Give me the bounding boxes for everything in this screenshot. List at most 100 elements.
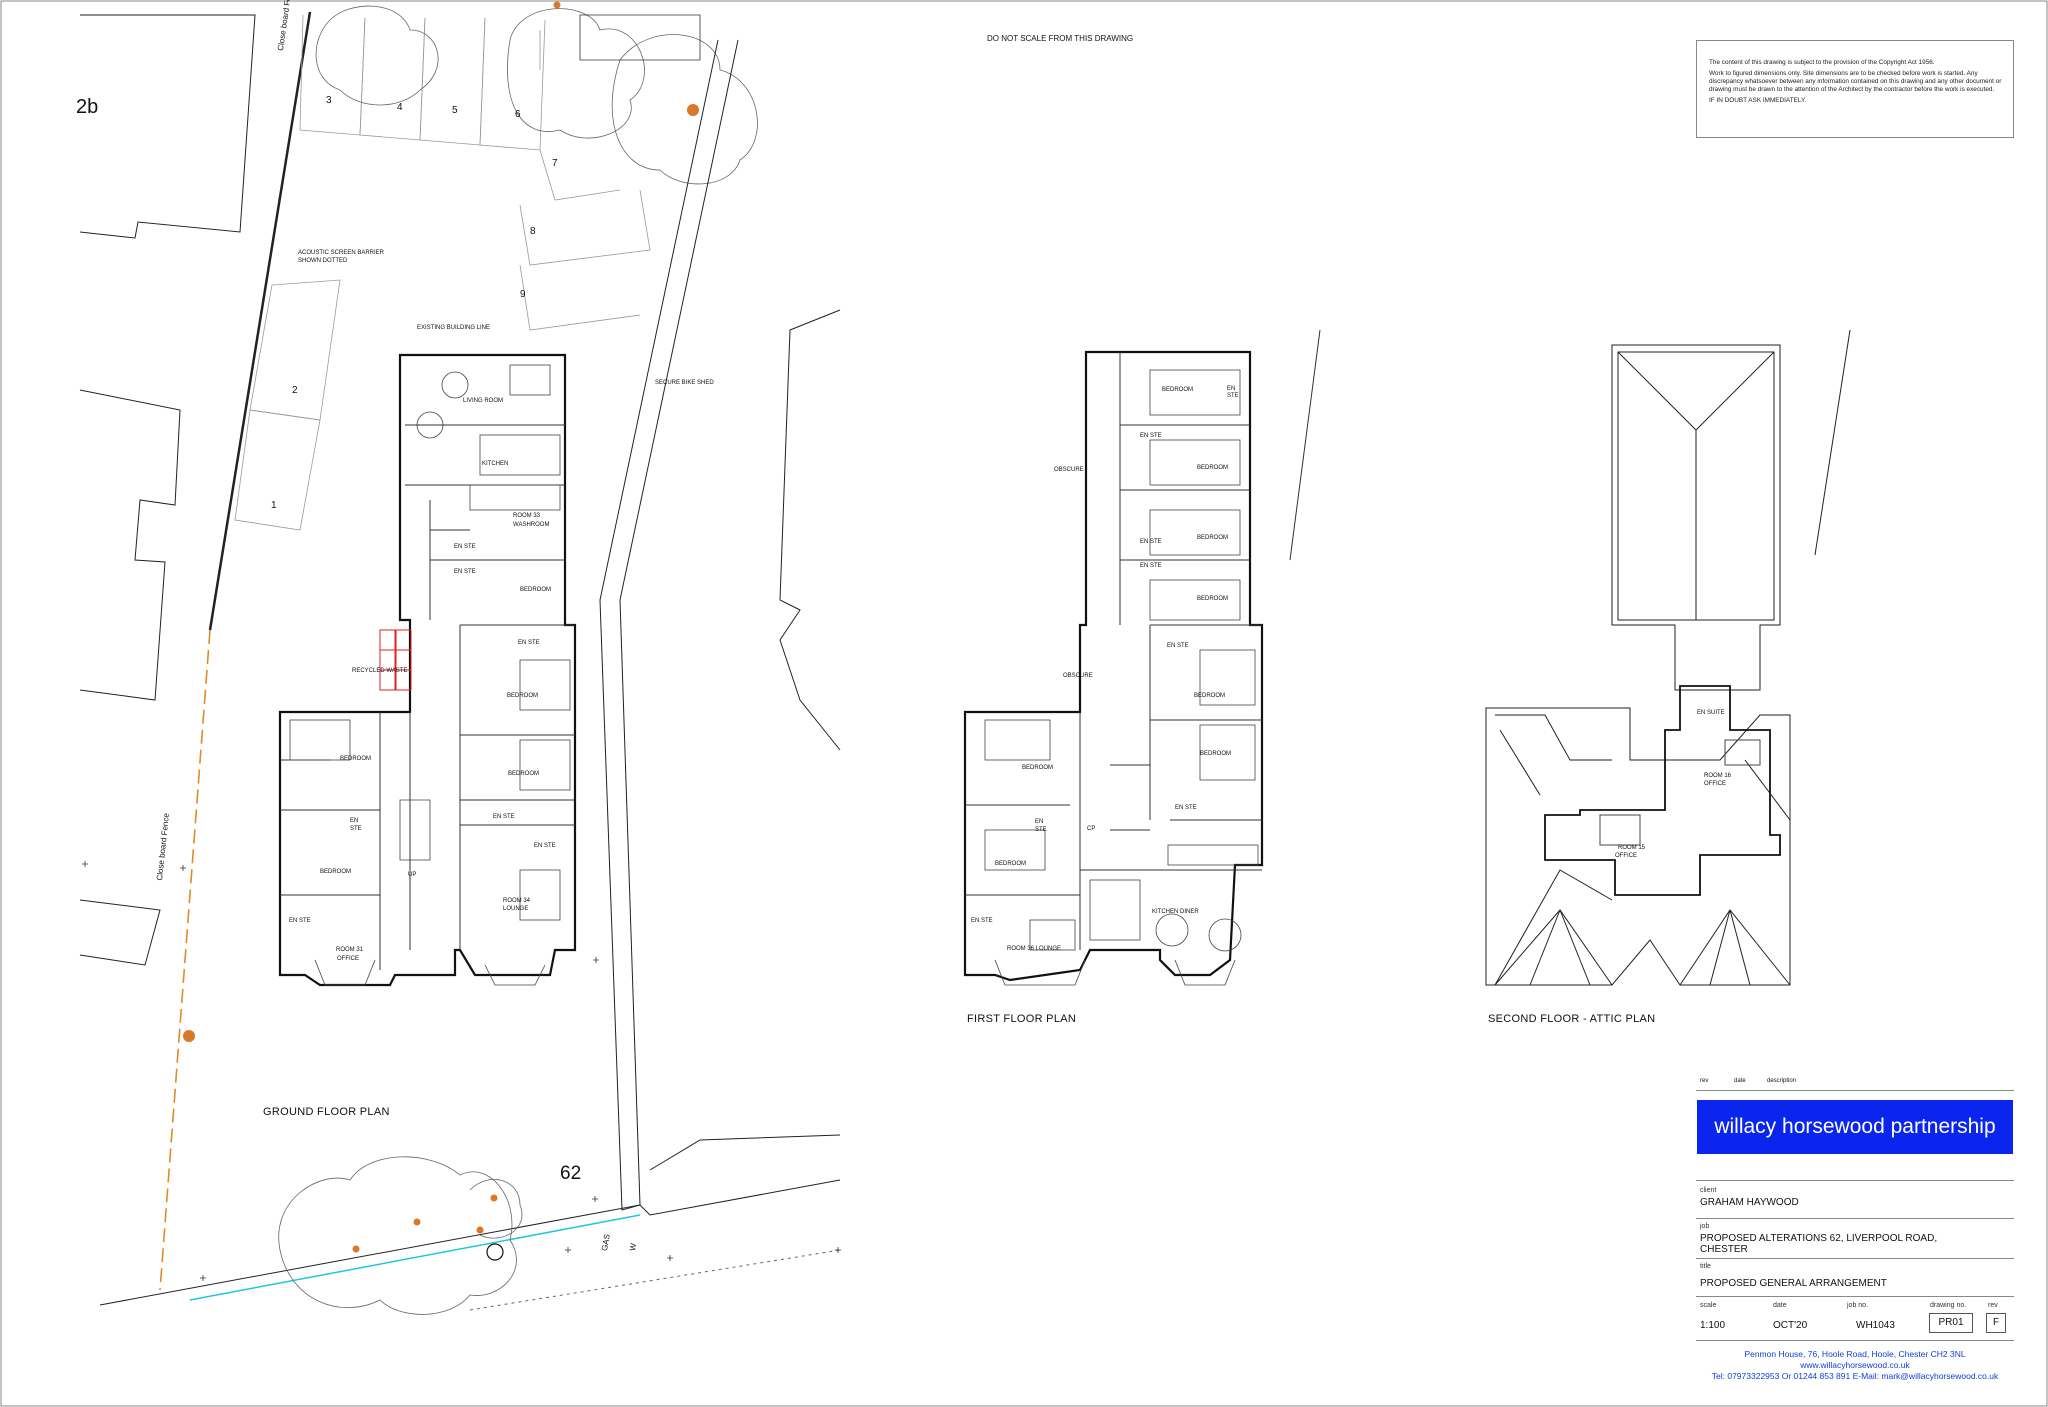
description-column-header: description: [1767, 1078, 1797, 1084]
bay-number-6: 6: [515, 109, 521, 120]
house-number: 62: [560, 1163, 582, 1184]
gf-room31-b: OFFICE: [337, 956, 359, 962]
rev-label: rev: [1988, 1302, 1998, 1309]
gf-bedroom-a: BEDROOM: [520, 587, 552, 593]
ff-bedroom-d: BEDROOM: [1197, 596, 1229, 602]
attic-plan: [1485, 329, 1851, 986]
plot-label-2b: 2b: [76, 96, 99, 118]
gf-room33-a: ROOM 33: [513, 513, 541, 519]
ground-floor-title: GROUND FLOOR PLAN: [263, 1106, 390, 1118]
ff-ste-a: STE: [1227, 393, 1239, 399]
neighbour-building-2b: [79, 14, 256, 239]
gf-living-room: LIVING ROOM: [463, 398, 504, 404]
ff-bedroom-e: BEDROOM: [1194, 693, 1226, 699]
client-divider: [1696, 1180, 2014, 1181]
scale-value: 1:100: [1700, 1320, 1726, 1331]
ff-bedroom-a: BEDROOM: [1162, 387, 1194, 393]
practice-website: www.willacyhorsewood.co.uk: [1800, 1360, 1910, 1370]
rev-box: F: [1986, 1313, 2006, 1333]
first-floor-furniture: [984, 369, 1259, 986]
acoustic-fence: [159, 629, 211, 1291]
neighbour-right: [779, 309, 841, 751]
ground-furniture: [289, 364, 571, 986]
drawing-title: PROPOSED GENERAL ARRANGEMENT: [1700, 1278, 1887, 1289]
client-name: GRAHAM HAYWOOD: [1700, 1197, 1799, 1208]
gf-room34-a: ROOM 34: [503, 898, 531, 904]
sf-room16-b: OFFICE: [1704, 781, 1726, 787]
sf-room16-a: ROOM 16: [1704, 773, 1732, 779]
ff-ste-b: STE: [1035, 827, 1047, 833]
trees-top: [315, 5, 758, 185]
sf-room15-b: OFFICE: [1615, 853, 1637, 859]
gf-ensuite-f: EN STE: [289, 918, 311, 924]
first-floor-walls: [963, 350, 1264, 982]
drawing-no-label: drawing no.: [1930, 1302, 1967, 1309]
bay-number-8: 8: [530, 226, 536, 237]
copyright-notice: The content of this drawing is subject t…: [1696, 40, 2014, 138]
ground-floor-partitions: [280, 424, 575, 970]
gf-up: UP: [408, 872, 417, 878]
first-floor-partitions: [965, 352, 1262, 950]
job-line-2: CHESTER: [1700, 1244, 1748, 1255]
rev-column-header: rev: [1700, 1078, 1709, 1084]
job-line-1: PROPOSED ALTERATIONS 62, LIVERPOOL ROAD,: [1700, 1233, 1938, 1244]
ff-ensuite-a: EN STE: [1140, 433, 1162, 439]
ff-kitchen-diner: KITCHEN DINER: [1152, 909, 1199, 915]
gf-bedroom-d: BEDROOM: [340, 756, 372, 762]
revision-divider: [1696, 1090, 2014, 1091]
parking-bays: [234, 14, 651, 531]
gf-kitchen: KITCHEN: [482, 461, 509, 467]
job-no-value: WH1043: [1856, 1320, 1895, 1331]
ff-bedroom-f: BEDROOM: [1200, 751, 1232, 757]
gf-room34-b: LOUNGE: [503, 906, 529, 912]
bay-number-3: 3: [326, 95, 332, 106]
practice-address: Penmon House, 76, Hoole Road, Hoole, Che…: [1744, 1349, 1966, 1359]
gf-ensuite-c: EN STE: [518, 640, 540, 646]
ff-obscure-b: OBSCURE: [1063, 673, 1093, 679]
ff-ensuite-f: EN STE: [971, 918, 993, 924]
site-boundary: [208, 11, 312, 631]
scale-label: scale: [1700, 1302, 1717, 1309]
sf-ensuite: EN SUITE: [1697, 710, 1725, 716]
level-crosses: [82, 861, 841, 1281]
ff-bedroom-g: BEDROOM: [1022, 765, 1054, 771]
practice-logo: willacy horsewood partnership: [1697, 1100, 2013, 1154]
job-divider: [1696, 1218, 2014, 1219]
ff-en-a: EN: [1227, 386, 1236, 392]
gf-room33-b: WASHROOM: [513, 522, 550, 528]
existing-building-line: EXISTING BUILDING LINE: [417, 325, 491, 331]
drawing-no-box: PR01: [1929, 1313, 1973, 1333]
bike-shed-label: SECURE BIKE SHED: [655, 380, 714, 386]
bay-number-5: 5: [452, 105, 458, 116]
notice-line-2: Work to figured dimensions only. Site di…: [1709, 70, 2002, 93]
notice-line-1: The content of this drawing is subject t…: [1709, 59, 1935, 66]
bay-number-2: 2: [292, 385, 298, 396]
site-plan: [79, 1, 841, 1315]
ff-en-b: EN: [1035, 819, 1044, 825]
bay-number-4: 4: [397, 102, 403, 113]
neighbour-building: [79, 389, 181, 701]
gf-bedroom-b: BEDROOM: [507, 693, 539, 699]
road-edge: [599, 39, 739, 1211]
manhole: [486, 1243, 504, 1261]
gf-ensuite-e: EN STE: [534, 843, 556, 849]
details-divider: [1696, 1296, 2014, 1297]
job-label: job: [1700, 1223, 1710, 1230]
logo-text-main: willacy horsewood: [1714, 1115, 1891, 1138]
second-floor-title: SECOND FLOOR - ATTIC PLAN: [1488, 1013, 1656, 1025]
address-divider: [1696, 1340, 2014, 1341]
practice-contact: Tel: 07973322953 Or 01244 853 891 E-Mail…: [1711, 1371, 1999, 1381]
acoustic-note-2: SHOWN DOTTED: [298, 258, 348, 264]
ground-floor-walls: [278, 353, 577, 987]
bay-number-7: 7: [552, 158, 558, 169]
recycled-waste-bins: [379, 629, 412, 691]
date-label: date: [1773, 1302, 1787, 1309]
client-label: client: [1700, 1187, 1717, 1194]
first-floor-title: FIRST FLOOR PLAN: [967, 1013, 1077, 1025]
ff-room36: ROOM 36 LOUNGE: [1007, 946, 1062, 952]
ff-ensuite-b: EN STE: [1140, 539, 1162, 545]
job-no-label: job no.: [1847, 1302, 1869, 1309]
